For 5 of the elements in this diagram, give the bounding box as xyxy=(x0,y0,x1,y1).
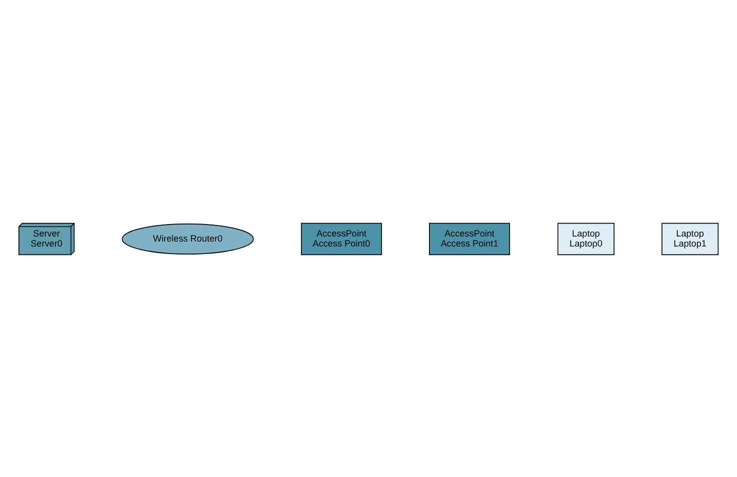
node-box: AccessPoint Access Point1 xyxy=(429,222,510,255)
node-box: AccessPoint Access Point0 xyxy=(300,222,382,255)
node-box: Laptop Laptop1 xyxy=(662,222,719,255)
node-box: Laptop Laptop0 xyxy=(557,222,614,255)
node-ellipse: Wireless Router0 xyxy=(122,223,254,254)
